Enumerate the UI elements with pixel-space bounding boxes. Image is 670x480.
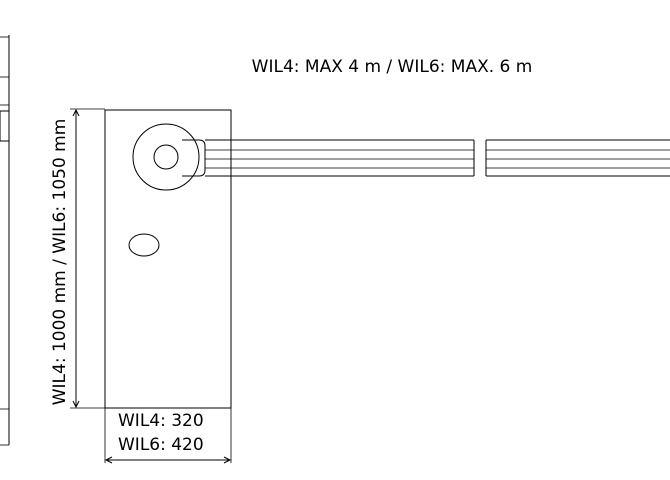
height-dimension-line [70,108,105,409]
width-dimension-line [104,408,232,464]
boom-pivot-hub [132,123,200,191]
boom-left-segment [205,139,475,177]
width-label-wil4: WIL4: 320 [118,411,204,431]
indicator-oval [128,233,160,257]
boom-clamp [182,139,206,177]
boom-length-label: WIL4: MAX 4 m / WIL6: MAX. 6 m [252,57,533,77]
width-label-wil6: WIL6: 420 [118,435,204,455]
barrier-cabinet [104,109,232,409]
side-view-partial [0,35,10,446]
height-dimension-label: WIL4: 1000 mm / WIL6: 1050 mm [50,119,70,406]
boom-right-segment [485,139,670,177]
